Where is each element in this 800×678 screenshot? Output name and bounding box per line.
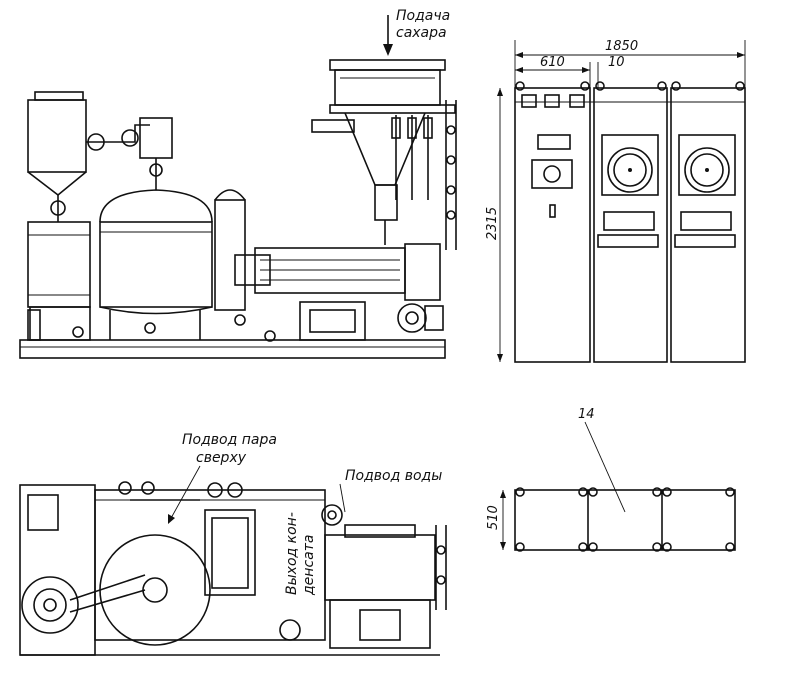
control-cabinet-plan-view: 510 14 bbox=[486, 407, 736, 552]
dim-height: 2315 bbox=[485, 207, 500, 240]
installation-front-view: Подача сахара bbox=[19, 8, 457, 359]
installation-plan-view: Подвод пара сверху Подвод воды Выход кон… bbox=[19, 432, 447, 656]
dim-gap: 10 bbox=[608, 55, 625, 70]
filter-column bbox=[27, 91, 91, 341]
condensate-outlet-label-line1: Выход кон- bbox=[284, 512, 300, 595]
dim-total-width: 1850 bbox=[605, 39, 638, 54]
steam-inlet-label-line2: сверху bbox=[196, 450, 247, 466]
sugar-feed-label-line2: сахара bbox=[396, 25, 447, 41]
plan-callout-number: 14 bbox=[578, 407, 595, 422]
dim-section-width: 610 bbox=[540, 55, 565, 70]
water-inlet-label: Подвод воды bbox=[345, 468, 442, 484]
condensate-outlet-label-line2: денсата bbox=[301, 535, 317, 596]
vertical-heater bbox=[214, 189, 271, 311]
control-cabinet-front-view: 1850 610 10 2315 bbox=[485, 39, 746, 363]
sugar-hopper bbox=[311, 59, 456, 245]
dissolver-tank bbox=[99, 189, 213, 340]
sugar-feed-label-line1: Подача bbox=[396, 8, 450, 24]
steam-inlet-label-line1: Подвод пара bbox=[182, 432, 277, 448]
heat-exchanger bbox=[254, 243, 441, 341]
hopper-piping bbox=[391, 100, 457, 250]
dim-plan-depth: 510 bbox=[486, 505, 501, 530]
